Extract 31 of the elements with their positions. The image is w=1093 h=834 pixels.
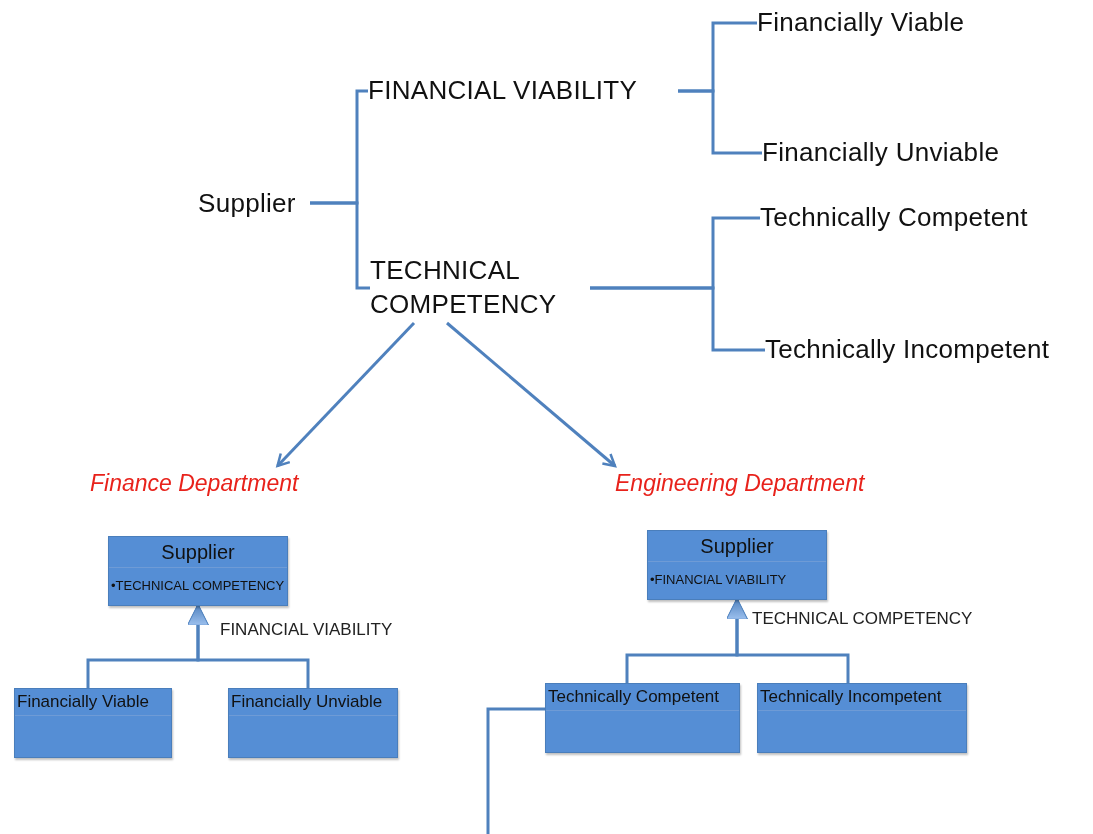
branch-label: TECHNICAL COMPETENCY: [370, 253, 590, 323]
subclass-box: [228, 688, 398, 758]
class-box: [108, 536, 288, 606]
subclass-box: [757, 683, 967, 753]
branch-label: FINANCIAL VIABILITY: [368, 73, 678, 109]
relationship-label: FINANCIAL VIABILITY: [220, 620, 393, 640]
class-name: Technically Incompetent: [760, 687, 942, 707]
branch-label: Financially Viable: [757, 5, 997, 41]
class-box: [647, 530, 827, 600]
relationship-label: TECHNICAL COMPETENCY: [752, 609, 973, 629]
branch-label: Supplier: [198, 186, 310, 220]
branch-label: Technically Competent: [760, 200, 1070, 236]
class-name: Supplier: [700, 534, 774, 558]
connector-line: [310, 201, 370, 290]
department-heading: Finance Department: [90, 466, 340, 500]
class-name: Technically Competent: [548, 687, 720, 707]
connector-line: [486, 707, 545, 834]
branch-label: Technically Incompetent: [765, 332, 1090, 368]
connector-line: [590, 286, 765, 352]
arrow: [276, 321, 416, 468]
class-attribute: •TECHNICAL COMPETENCY: [111, 577, 285, 593]
connector-line: [678, 89, 762, 155]
class-name: Supplier: [161, 540, 235, 564]
branch-label: Financially Unviable: [762, 135, 1037, 171]
department-heading: Engineering Department: [615, 466, 915, 500]
subclass-box: [545, 683, 740, 753]
class-name: Financially Viable: [17, 692, 149, 712]
arrow: [446, 321, 617, 468]
class-name: Financially Unviable: [231, 692, 383, 712]
subclass-box: [14, 688, 172, 758]
class-attribute: •FINANCIAL VIABILITY: [650, 571, 787, 587]
